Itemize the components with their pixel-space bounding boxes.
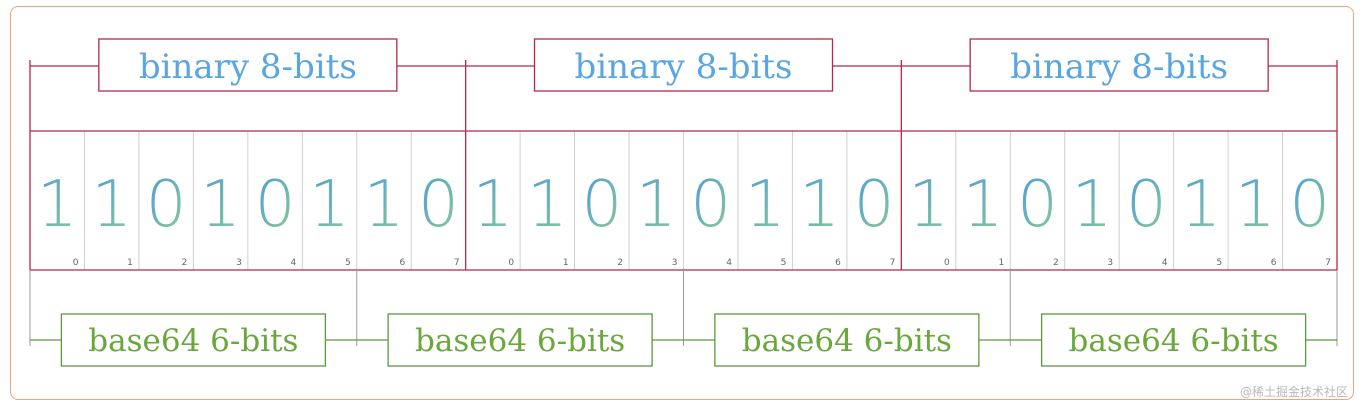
bit-index: 5	[781, 258, 787, 268]
byte-label: binary 8-bits	[1010, 47, 1228, 87]
bit-index: 2	[1053, 258, 1059, 268]
bit-index: 6	[399, 258, 405, 268]
bit-digit: 1	[91, 168, 132, 242]
byte-label: binary 8-bits	[139, 47, 357, 87]
bit-digit: 1	[309, 168, 350, 242]
bit-digit: 0	[1126, 168, 1167, 242]
bit-index: 4	[1162, 258, 1168, 268]
bit-index: 0	[944, 258, 950, 268]
byte-label-box	[969, 38, 1269, 92]
base64-label: base64 6-bits	[415, 323, 625, 359]
bit-digit: 0	[581, 168, 622, 242]
watermark: @稀土掘金技术社区	[1239, 385, 1348, 399]
bit-digit: 1	[636, 168, 677, 242]
base64-label-box	[1040, 313, 1307, 367]
bit-index: 5	[345, 258, 351, 268]
bit-digit: 1	[527, 168, 568, 242]
bit-digit: 1	[745, 168, 786, 242]
bit-index: 0	[73, 258, 79, 268]
bit-index: 3	[236, 258, 242, 268]
base64-label-box	[60, 313, 327, 367]
bit-digit: 1	[963, 168, 1004, 242]
bit-index: 3	[672, 258, 678, 268]
bit-digit: 1	[200, 168, 241, 242]
bit-digit: 1	[908, 168, 949, 242]
bit-index: 1	[127, 258, 133, 268]
bit-index: 2	[182, 258, 188, 268]
bit-index: 4	[291, 258, 297, 268]
byte-label-box	[533, 38, 834, 92]
base64-label: base64 6-bits	[88, 323, 298, 359]
bit-digit: 0	[690, 168, 731, 242]
bit-digit: 0	[1017, 168, 1058, 242]
bit-index: 7	[454, 258, 460, 268]
bit-index: 1	[563, 258, 569, 268]
bit-index: 4	[726, 258, 732, 268]
bit-digit: 1	[799, 168, 840, 242]
bit-digit: 1	[364, 168, 405, 242]
bit-digit: 0	[418, 168, 459, 242]
bit-index: 3	[1107, 258, 1113, 268]
bit-index: 1	[999, 258, 1005, 268]
bit-digit: 1	[37, 168, 78, 242]
bit-index: 2	[617, 258, 623, 268]
bit-index: 0	[508, 258, 514, 268]
bit-digit: 1	[1235, 168, 1276, 242]
bit-digit: 1	[473, 168, 514, 242]
bit-digit: 0	[255, 168, 296, 242]
bit-index: 7	[1325, 258, 1331, 268]
bit-index: 6	[1271, 258, 1277, 268]
bit-index: 5	[1216, 258, 1222, 268]
base64-label: base64 6-bits	[1069, 323, 1279, 359]
bit-index: 7	[890, 258, 896, 268]
base64-label-box	[714, 313, 980, 367]
bit-digit: 0	[146, 168, 187, 242]
byte-label-box	[98, 38, 398, 92]
base64-label-box	[387, 313, 653, 367]
base64-label: base64 6-bits	[742, 323, 952, 359]
bit-digit: 1	[1180, 168, 1221, 242]
bit-digit: 0	[1289, 168, 1330, 242]
byte-label: binary 8-bits	[575, 47, 793, 87]
bit-digit: 0	[854, 168, 895, 242]
bit-digit: 1	[1072, 168, 1113, 242]
bit-index: 6	[835, 258, 841, 268]
